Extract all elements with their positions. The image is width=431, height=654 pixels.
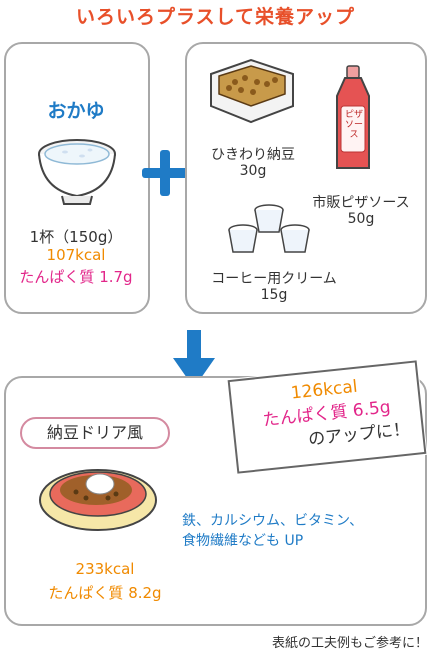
pizza-sauce-amount: 50g	[347, 211, 375, 227]
natto-pack-icon	[210, 58, 294, 124]
bottle-label: ピザソース	[344, 110, 363, 140]
footer-note: 表紙の工夫例もご参考に！	[271, 636, 428, 651]
okayu-protein: たんぱく質 1.7g	[19, 268, 133, 286]
okayu-name: おかゆ	[47, 100, 105, 122]
okayu-kcal: 107kcal	[46, 246, 106, 264]
coffee-cream-cups-icon	[228, 204, 310, 253]
additions-panel: ひきわり納豆 30g ピザソース 市販ピザソース 50g コーヒー用クリーム 1…	[185, 42, 427, 314]
cream-name: コーヒー用クリーム	[211, 271, 337, 287]
natto-amount: 30g	[239, 163, 267, 179]
plus-icon	[142, 150, 188, 196]
nutrients-line-2: 食物繊維なども UP	[182, 533, 304, 549]
page-title: いろいろプラスして栄養アップ	[75, 6, 356, 28]
result-kcal: 233kcal	[75, 560, 135, 578]
okayu-panel: おかゆ 1杯（150g） 107kcal たんぱく質 1.7g	[4, 42, 150, 314]
pizza-sauce-name: 市販ピザソース	[312, 195, 410, 211]
cream-amount: 15g	[260, 287, 288, 303]
okayu-bowl-icon	[38, 139, 116, 205]
doria-dish-icon	[39, 469, 157, 531]
okayu-portion: 1杯（150g）	[29, 228, 123, 246]
nutrients-line-1: 鉄、カルシウム、ビタミン、	[182, 513, 364, 529]
down-arrow-icon	[173, 330, 215, 388]
result-name-pill: 納豆ドリア風	[20, 417, 170, 449]
increase-highlight: 126kcal たんぱく質 6.5g のアップに！	[227, 360, 427, 474]
result-protein: たんぱく質 8.2g	[48, 584, 162, 602]
pizza-sauce-bottle-icon	[336, 65, 370, 169]
natto-name: ひきわり納豆	[211, 147, 295, 163]
